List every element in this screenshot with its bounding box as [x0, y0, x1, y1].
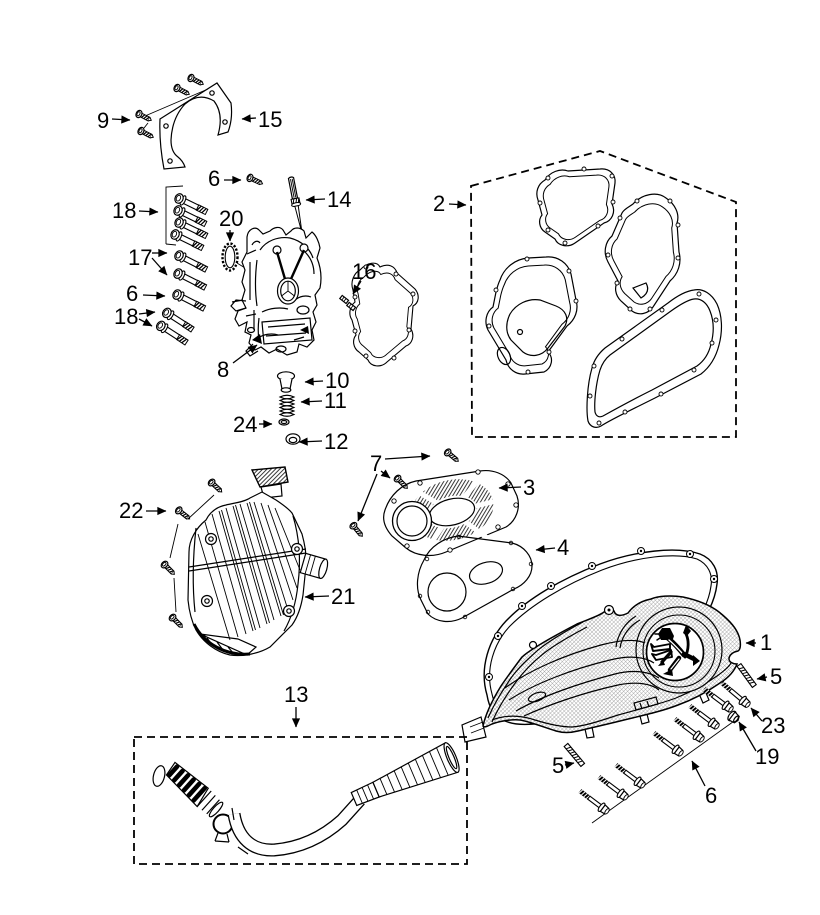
svg-text:24: 24	[233, 412, 257, 437]
svg-text:10: 10	[325, 368, 349, 393]
svg-text:4: 4	[557, 535, 569, 560]
svg-text:18: 18	[114, 304, 138, 329]
svg-text:13: 13	[284, 682, 308, 707]
svg-text:6: 6	[126, 281, 138, 306]
svg-text:6: 6	[705, 783, 717, 808]
svg-text:8: 8	[217, 357, 229, 382]
svg-text:5: 5	[552, 753, 564, 778]
svg-text:12: 12	[324, 429, 348, 454]
svg-text:9: 9	[97, 108, 109, 133]
svg-text:19: 19	[755, 744, 779, 769]
svg-text:1: 1	[760, 630, 772, 655]
svg-text:15: 15	[258, 107, 282, 132]
svg-text:21: 21	[331, 584, 355, 609]
svg-text:7: 7	[370, 451, 382, 476]
svg-text:16: 16	[352, 259, 376, 284]
svg-text:3: 3	[523, 475, 535, 500]
svg-text:11: 11	[324, 388, 347, 413]
svg-text:2: 2	[433, 191, 445, 216]
svg-text:6: 6	[208, 166, 220, 191]
svg-text:23: 23	[761, 713, 785, 738]
svg-text:5: 5	[770, 664, 782, 689]
svg-text:20: 20	[219, 206, 243, 231]
svg-text:18: 18	[112, 198, 136, 223]
svg-text:14: 14	[327, 187, 351, 212]
svg-text:17: 17	[128, 245, 152, 270]
svg-text:22: 22	[119, 498, 143, 523]
